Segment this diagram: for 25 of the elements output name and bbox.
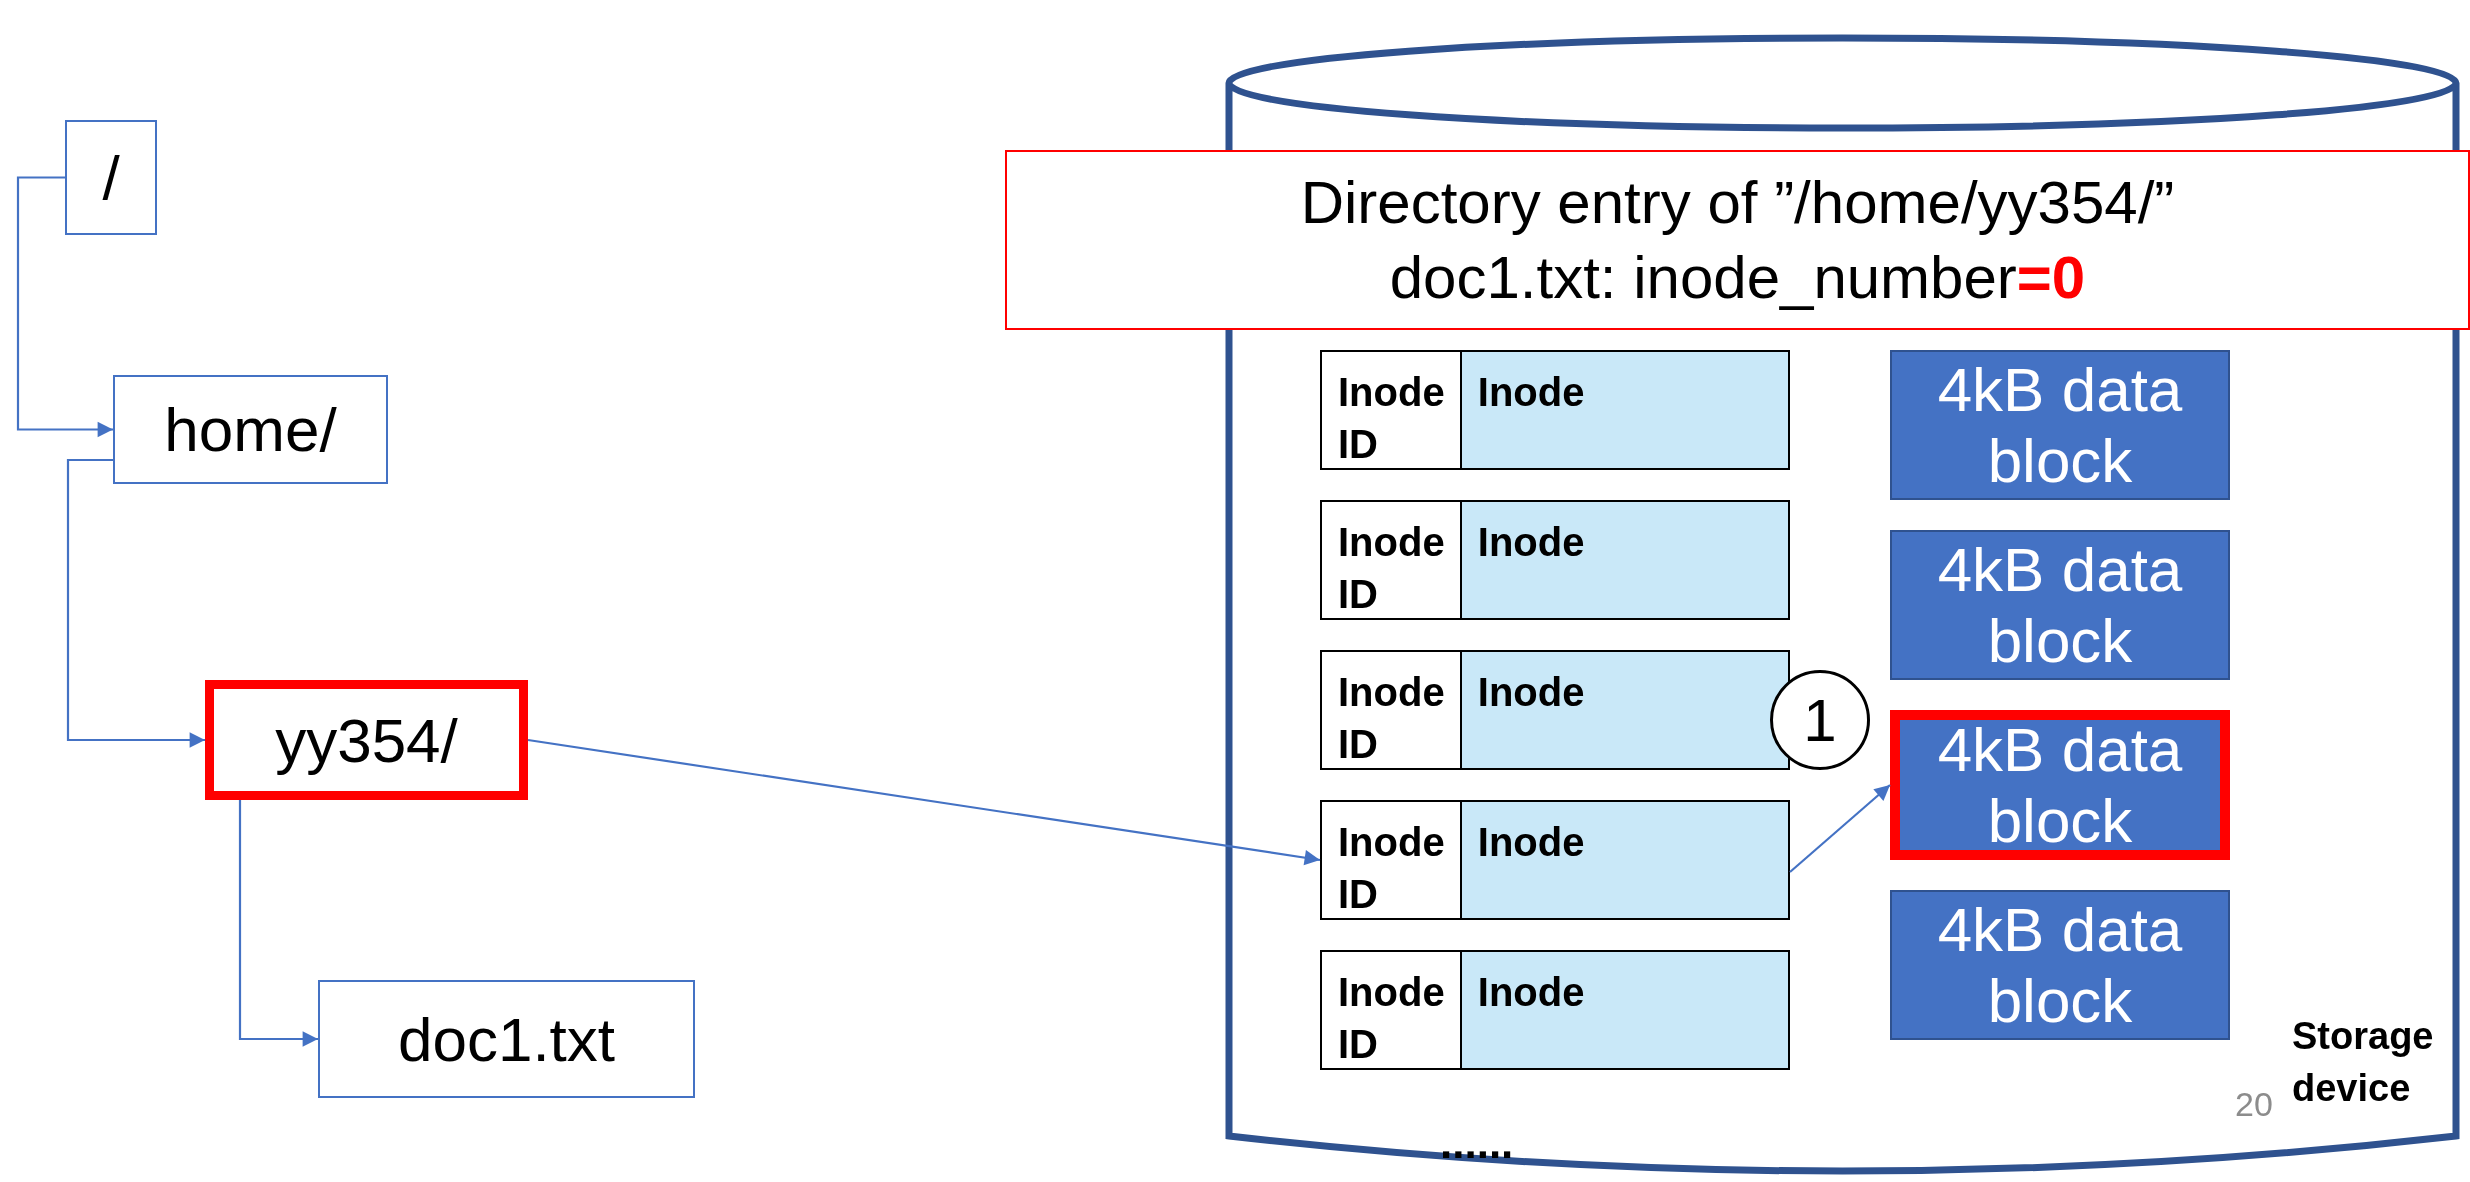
folder-box: doc1.txt <box>318 980 695 1098</box>
storage-device-label: Storage device <box>2292 1014 2435 1111</box>
data-block: 4kB data block <box>1890 890 2230 1040</box>
folder-box: yy354/ <box>205 680 528 800</box>
inode-area: Inode <box>1461 802 1788 918</box>
inode-row <box>1320 650 1790 770</box>
data-block: 4kB data block <box>1890 530 2230 680</box>
inode-area: Inode <box>1461 652 1788 768</box>
folder-box: / <box>65 120 157 235</box>
data-block: 4kB data block <box>1890 350 2230 500</box>
callout-text: doc1.txt: inode_number=0 <box>1389 243 2086 313</box>
directory-entry-tooltip <box>1005 150 2470 330</box>
ellipsis-text: ...... <box>1440 1118 1514 1168</box>
inode-row <box>1320 950 1790 1070</box>
inode-area: Inode <box>1461 502 1788 618</box>
inode-area: Inode <box>1461 952 1788 1068</box>
data-block: 4kB data block <box>1890 710 2230 860</box>
step-number-circle: 1 <box>1770 670 1870 770</box>
page-number: 20 <box>2235 1085 2273 1124</box>
inode-row <box>1320 500 1790 620</box>
inode-row <box>1320 350 1790 470</box>
inode-area: Inode <box>1461 352 1788 468</box>
folder-box: home/ <box>113 375 388 484</box>
inode-row <box>1320 800 1790 920</box>
callout-text: Directory entry of ”/home/yy354/” <box>1300 168 2175 238</box>
